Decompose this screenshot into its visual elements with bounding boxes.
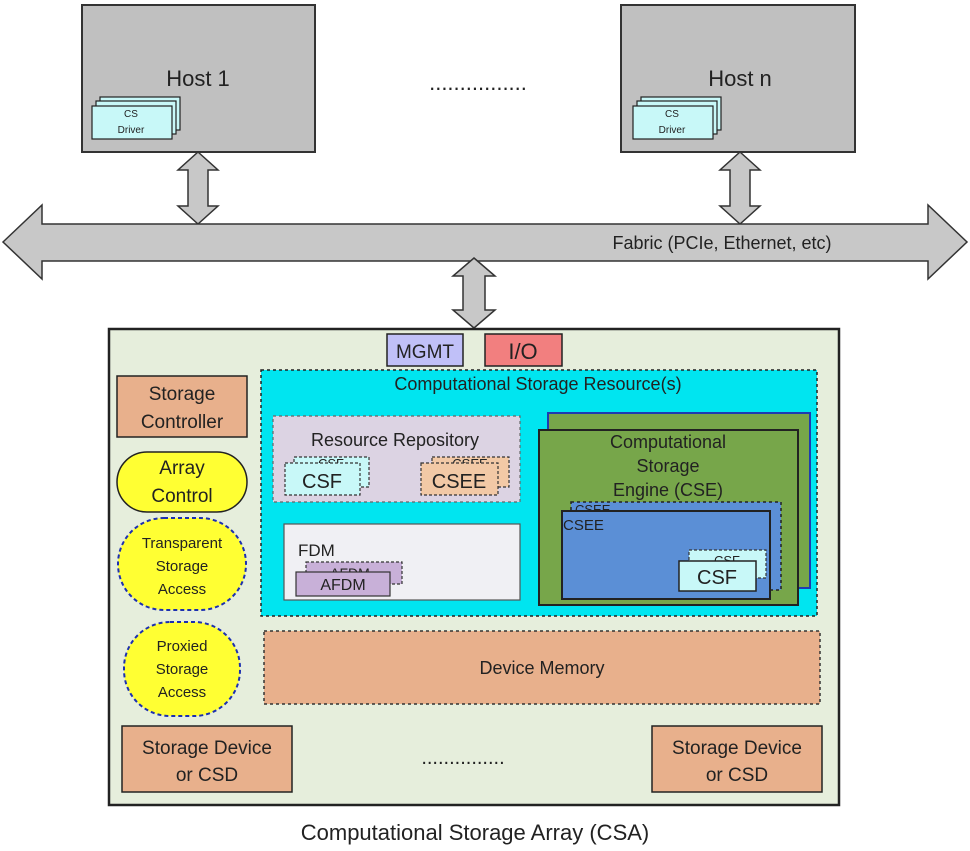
device-memory-label: Device Memory	[479, 658, 604, 678]
csa-caption: Computational Storage Array (CSA)	[301, 820, 650, 845]
cse-csf-card	[678, 560, 757, 592]
mgmt-label: MGMT	[396, 342, 454, 363]
cse-title-line2: Storage	[636, 456, 699, 476]
array-control-line2: Control	[151, 486, 212, 507]
fabric-bus-arrow	[1, 203, 969, 281]
host-1-fabric-connector	[176, 150, 220, 226]
afdm-card	[295, 571, 391, 597]
rr-csee-label: CSEE	[432, 471, 486, 493]
storage-device-left-line1: Storage Device	[142, 738, 272, 759]
resource-repository-title: Resource Repository	[311, 430, 479, 450]
device-memory	[263, 630, 821, 705]
csr-title: Computational Storage Resource(s)	[394, 374, 681, 394]
transparent-access-line3: Access	[158, 581, 206, 598]
storage-controller-line2: Controller	[141, 412, 224, 433]
host-n-driver-label-line2: Driver	[659, 125, 686, 136]
cse-title-line1: Computational	[610, 432, 726, 452]
proxied-access-line2: Storage	[156, 661, 209, 678]
storage-device-right	[651, 725, 823, 793]
transparent-access-line2: Storage	[156, 558, 209, 575]
storage-device-ellipsis: ...............	[421, 747, 504, 769]
proxied-storage-access	[123, 621, 241, 717]
transparent-access-line1: Transparent	[142, 535, 223, 552]
fdm-title: FDM	[298, 541, 335, 560]
storage-controller	[116, 375, 248, 438]
io-port	[484, 333, 563, 367]
host-n-title: Host n	[708, 66, 772, 91]
host-n-fabric-connector	[718, 150, 762, 226]
cse-csf-label: CSF	[697, 567, 737, 589]
host-1: Host 1 CS Driver	[81, 4, 316, 153]
fabric-label: Fabric (PCIe, Ethernet, etc)	[612, 233, 831, 253]
storage-controller-line1: Storage	[149, 384, 216, 405]
host-n: Host n CS Driver	[620, 4, 856, 153]
cse-title-line3: Engine (CSE)	[613, 480, 723, 500]
rr-csee-card	[420, 462, 499, 496]
host-1-driver-label-line1: CS	[124, 109, 138, 120]
host-n-driver-label-line1: CS	[665, 109, 679, 120]
storage-device-right-line1: Storage Device	[672, 738, 802, 759]
rr-csf-label: CSF	[302, 471, 342, 493]
host-1-title: Host 1	[166, 66, 230, 91]
host-1-cs-driver: CS Driver	[91, 96, 181, 140]
storage-device-left	[121, 725, 293, 793]
array-control	[116, 451, 248, 513]
proxied-access-line1: Proxied	[157, 638, 208, 655]
afdm-label: AFDM	[320, 577, 365, 594]
host-n-cs-driver: CS Driver	[632, 96, 722, 140]
proxied-access-line3: Access	[158, 684, 206, 701]
host-ellipsis: ................	[429, 70, 527, 95]
io-label: I/O	[508, 339, 537, 364]
mgmt-port	[386, 333, 464, 367]
rr-csf-card	[284, 462, 361, 496]
transparent-storage-access	[117, 517, 247, 611]
csee-label: CSEE	[563, 517, 604, 534]
csa-fabric-connector	[450, 257, 498, 329]
array-control-line1: Array	[159, 458, 205, 479]
storage-device-right-line2: or CSD	[706, 765, 768, 786]
storage-device-left-line2: or CSD	[176, 765, 238, 786]
host-1-driver-label-line2: Driver	[118, 125, 145, 136]
